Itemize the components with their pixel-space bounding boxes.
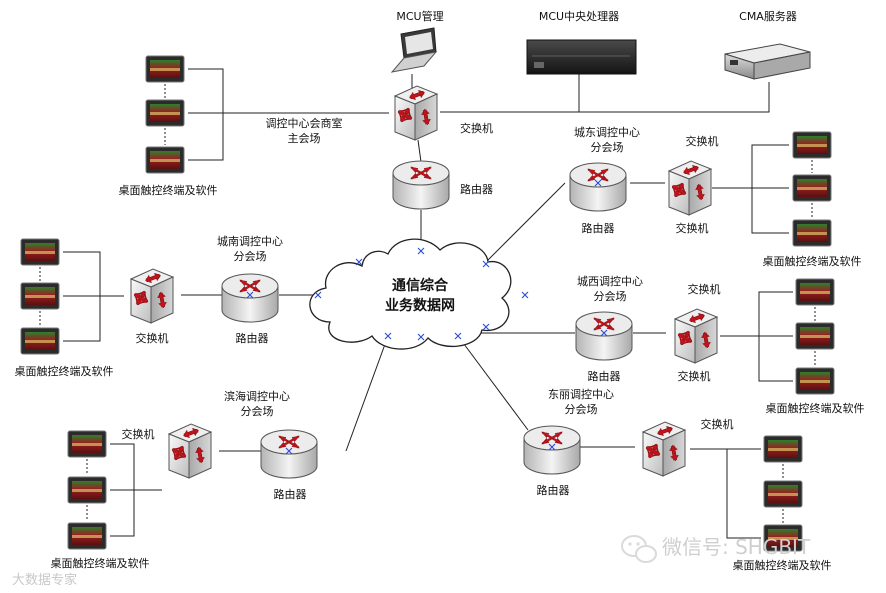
cloud-icon	[309, 238, 512, 350]
dongli-terminals-label: 桌面触控终端及软件	[733, 558, 832, 572]
router-icon	[222, 274, 278, 322]
cloud-label-line1: 通信综合	[392, 277, 449, 294]
dongli-terminals	[763, 435, 803, 552]
south-switch-label: 交换机	[136, 331, 169, 345]
monitor-icon	[795, 367, 835, 395]
east-terminals-label: 桌面触控终端及软件	[763, 254, 862, 268]
main-site-label-line2: 主会场	[288, 131, 321, 145]
mcu-processor-label: MCU中央处理器	[539, 10, 619, 23]
dongli-site-label-line2: 分会场	[565, 402, 598, 416]
router-icon	[570, 163, 626, 211]
monitor-icon	[20, 282, 60, 310]
top-router-label: 路由器	[460, 182, 493, 196]
switch-icon	[169, 424, 211, 478]
top-switch-label: 交换机	[460, 121, 493, 135]
monitor-icon	[792, 219, 832, 247]
east-site-label-line2: 分会场	[591, 140, 624, 154]
south-terminals	[20, 238, 60, 355]
monitor-icon	[20, 327, 60, 355]
west-terminals-label: 桌面触控终端及软件	[766, 401, 865, 415]
switch-icon	[675, 309, 717, 363]
wechat-icon	[621, 535, 657, 563]
connection-lines	[63, 68, 793, 539]
rack-server-icon	[526, 39, 637, 75]
laptop-icon	[390, 27, 438, 73]
west-site-label-line2: 分会场	[594, 289, 627, 303]
east-terminals	[792, 131, 832, 247]
bottom-left-watermark: 大数据专家	[12, 572, 77, 588]
monitor-icon	[145, 99, 185, 127]
east-switch-label-bottom: 交换机	[676, 221, 709, 235]
south-site-label-line1: 城南调控中心	[217, 234, 283, 248]
main-site-label-line1: 调控中心会商室	[266, 116, 343, 130]
south-site-label-line2: 分会场	[234, 249, 267, 263]
monitor-icon	[795, 322, 835, 350]
dongli-site-label-line1: 东丽调控中心	[548, 387, 614, 401]
top-terminals	[145, 55, 185, 174]
top-terminals-label: 桌面触控终端及软件	[119, 183, 218, 197]
switch-icon	[395, 86, 437, 140]
router-icon	[393, 161, 449, 209]
monitor-icon	[763, 480, 803, 508]
binhai-router-label: 路由器	[274, 487, 307, 501]
east-site-label-line1: 城东调控中心	[574, 125, 640, 139]
router-icon	[524, 426, 580, 474]
monitor-icon	[67, 430, 107, 458]
south-router-label: 路由器	[236, 331, 269, 345]
west-site-label-line1: 城西调控中心	[577, 274, 643, 288]
monitor-icon	[792, 174, 832, 202]
mcu-mgmt-label: MCU管理	[396, 9, 443, 23]
west-switch-label-top: 交换机	[688, 282, 721, 296]
binhai-terminals	[67, 430, 107, 550]
west-router-label: 路由器	[588, 369, 621, 383]
monitor-icon	[67, 522, 107, 550]
switch-icon	[643, 422, 685, 476]
wechat-watermark: 微信号: SHGBIT	[662, 535, 811, 559]
binhai-terminals-label: 桌面触控终端及软件	[51, 556, 150, 570]
east-router-label: 路由器	[582, 221, 615, 235]
east-switch-label-top: 交换机	[686, 134, 719, 148]
binhai-site-label-line2: 分会场	[241, 404, 274, 418]
south-terminals-label: 桌面触控终端及软件	[15, 364, 114, 378]
monitor-icon	[145, 55, 185, 83]
west-switch-label-bottom: 交换机	[678, 369, 711, 383]
monitor-icon	[792, 131, 832, 159]
monitor-icon	[795, 278, 835, 306]
dongli-switch-label: 交换机	[701, 417, 734, 431]
monitor-icon	[763, 435, 803, 463]
binhai-switch-label: 交换机	[122, 427, 155, 441]
monitor-icon	[20, 238, 60, 266]
binhai-site-label-line1: 滨海调控中心	[224, 389, 290, 403]
router-icon	[261, 430, 317, 478]
dongli-router-label: 路由器	[537, 483, 570, 497]
cloud-label-line2: 业务数据网	[385, 297, 455, 314]
rack-server-icon	[724, 43, 811, 80]
west-terminals	[795, 278, 835, 395]
switch-icon	[131, 269, 173, 323]
switch-icon	[669, 161, 711, 215]
monitor-icon	[67, 476, 107, 504]
cma-server-label: CMA服务器	[739, 10, 797, 23]
monitor-icon	[145, 146, 185, 174]
router-icon	[576, 312, 632, 360]
